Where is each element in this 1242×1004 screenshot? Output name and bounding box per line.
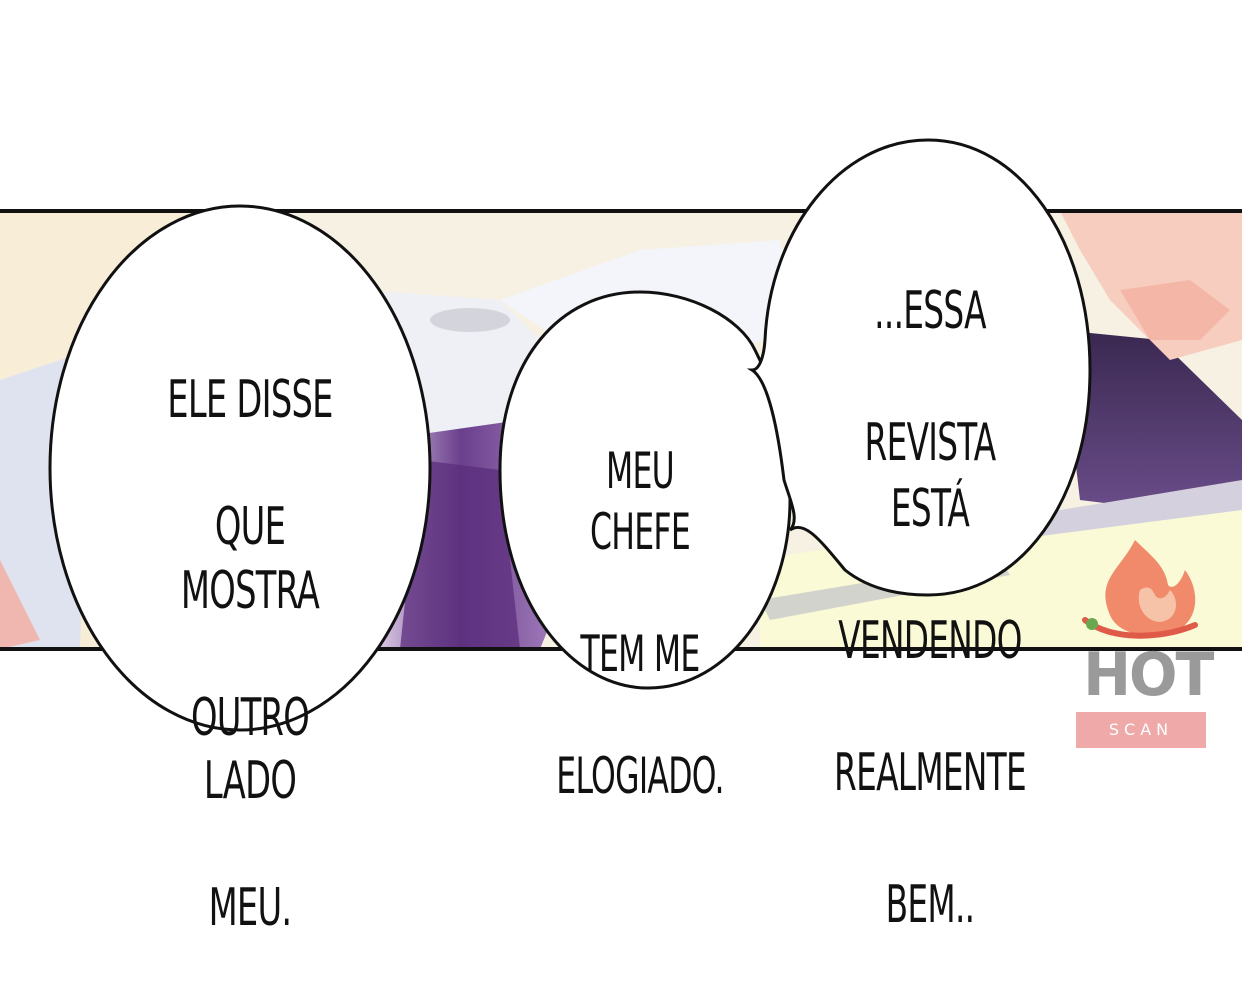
watermark-scan: SCAN bbox=[1108, 720, 1174, 739]
speech-text-2-line: TEM ME bbox=[580, 625, 700, 683]
watermark-hot: HOT bbox=[1083, 640, 1214, 710]
speech-text-3-line: ...ESSA bbox=[874, 281, 986, 342]
panel-border-top bbox=[0, 209, 1242, 213]
watermark-bar bbox=[1076, 712, 1206, 748]
speech-text-2-line: ELOGIADO. bbox=[556, 747, 724, 805]
speech-bubble-2 bbox=[498, 290, 792, 690]
speech-text-3-line: BEM.. bbox=[885, 875, 975, 936]
speech-text-1-line: MEU. bbox=[208, 877, 293, 938]
speech-text-3-line: REVISTA ESTÁ bbox=[864, 413, 997, 540]
speech-bubble-1 bbox=[48, 204, 432, 732]
speech-text-2: MEU CHEFE TEM ME ELOGIADO. bbox=[556, 380, 724, 868]
manga-panel-art bbox=[0, 138, 1242, 732]
speech-text-2-line: MEU CHEFE bbox=[589, 442, 691, 561]
speech-text-1-line: ELE DISSE bbox=[167, 370, 333, 431]
flame-logo-icon bbox=[1082, 540, 1198, 639]
speech-bubble-3 bbox=[746, 138, 1092, 597]
speech-text-3-line: VENDENDO bbox=[838, 611, 1022, 672]
speech-text-1: ELE DISSE QUE MOSTRA OUTRO LADO MEU. bbox=[142, 306, 358, 1004]
speech-text-1-line: QUE MOSTRA bbox=[180, 497, 320, 621]
speech-text-3: ...ESSA REVISTA ESTÁ VENDENDO REALMENTE … bbox=[832, 212, 1028, 1004]
speech-text-1-line: OUTRO LADO bbox=[190, 687, 310, 812]
speech-text-3-line: REALMENTE bbox=[834, 743, 1027, 804]
